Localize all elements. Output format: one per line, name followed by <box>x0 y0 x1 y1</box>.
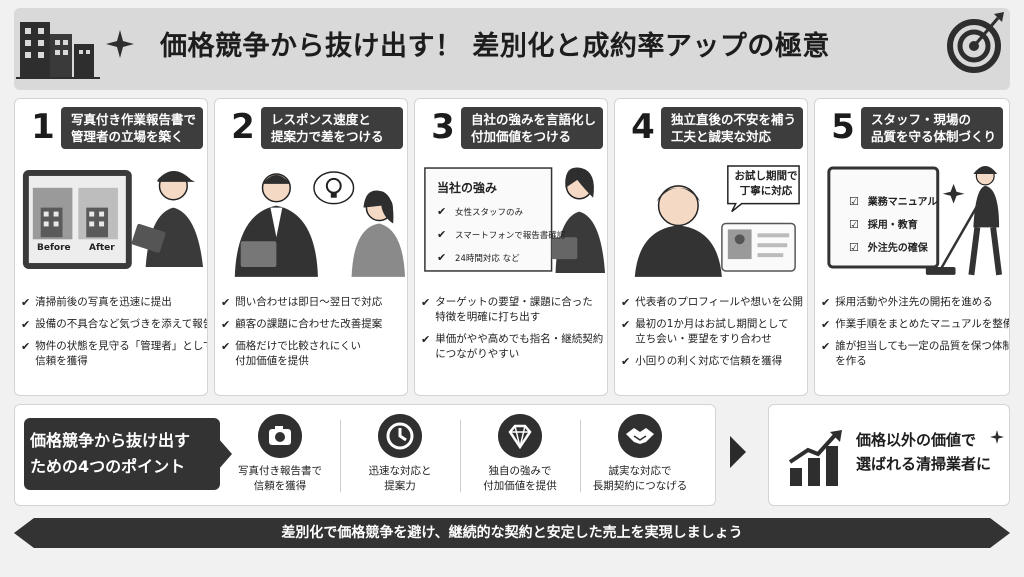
tablet-label-before: Before <box>37 243 71 253</box>
card-number: 2 <box>231 107 255 147</box>
bullet-item: ✔価格だけで比較されにくい付加価値を提供 <box>221 340 362 367</box>
result-message: 価格以外の価値で選ばれる清掃業者に <box>856 431 992 473</box>
board-title: 当社の強み <box>437 181 498 195</box>
board-item: ✔ 女性スタッフのみ <box>437 205 524 218</box>
card-3: 3 自社の強みを言語化し付加価値をつける 当社の強み ✔ 女性スタッフのみ ✔ … <box>414 98 608 396</box>
footer-banner <box>14 518 1010 548</box>
bullet-item: ✔単価がやや高めでも指名・継続契約につながりやすい <box>421 333 604 360</box>
card-1: 1 写真付き作業報告書で管理者の立場を築く Before After ✔清掃前後… <box>14 98 208 396</box>
growth-chart-icon <box>788 430 842 486</box>
bullet-item: ✔問い合わせは即日～翌日で対応 <box>221 296 383 309</box>
divider <box>580 420 581 492</box>
bullet-item: ✔採用活動や外注先の開拓を進める <box>821 296 993 309</box>
board-item: ☑ 業務マニュアル <box>849 195 938 208</box>
point-item: 独自の強みで付加価値を提供 <box>462 412 578 502</box>
card-5: 5 スタッフ・現場の品質を守る体制づくり ☑ 業務マニュアル ☑ 採用・教育 ☑… <box>814 98 1010 396</box>
strengths-board-illustration <box>424 167 606 273</box>
card-number: 1 <box>31 107 55 147</box>
card-title: スタッフ・現場の品質を守る体制づくり <box>861 107 1003 149</box>
divider <box>340 420 341 492</box>
point-item: 写真付き報告書で信頼を獲得 <box>222 412 338 502</box>
card-title: 写真付き作業報告書で管理者の立場を築く <box>61 107 203 149</box>
card-number: 5 <box>831 107 855 147</box>
board-item: ✔ 24時間対応 など <box>437 251 520 264</box>
board-item: ✔ スマートフォンで報告書確認 <box>437 228 566 241</box>
footer-message: 差別化で価格競争を避け、継続的な契約と安定した売上を実現しましょう <box>281 525 743 541</box>
points-arrow <box>218 438 232 470</box>
report-tablet-illustration <box>22 170 204 269</box>
target-icon <box>947 12 1004 73</box>
header-banner <box>14 8 1010 90</box>
board-item: ☑ 外注先の確保 <box>849 241 928 254</box>
bullet-item: ✔清掃前後の写真を迅速に提出 <box>21 296 172 309</box>
divider <box>460 420 461 492</box>
sparkle-icon <box>990 430 1004 444</box>
points-label-box <box>24 418 220 490</box>
result-panel <box>768 404 1010 506</box>
card-title: 独立直後の不安を補う工夫と誠実な対応 <box>661 107 803 149</box>
point-item: 誠実な対応で長期契約につなげる <box>582 412 698 502</box>
clock-icon <box>378 414 422 458</box>
card-title: 自社の強みを言語化し付加価値をつける <box>461 107 603 149</box>
card-number: 3 <box>431 107 455 147</box>
building-icon <box>16 22 100 79</box>
bullet-item: ✔顧客の課題に合わせた改善提案 <box>221 318 383 331</box>
points-label: 価格競争から抜け出すための4つのポイント <box>30 431 191 476</box>
point-item: 迅速な対応と提案力 <box>342 412 458 502</box>
chevron-right-icon <box>730 436 746 468</box>
camera-icon <box>258 414 302 458</box>
tablet-label-after: After <box>89 243 115 253</box>
bullet-item: ✔最初の1か月はお試し期間として立ち会い・要望をすり合わせ <box>621 318 789 345</box>
board-item: ☑ 採用・教育 <box>849 218 918 231</box>
consultation-illustration <box>234 171 406 277</box>
bullet-item: ✔設備の不具合など気づきを添えて報告 <box>21 318 208 331</box>
bullet-item: ✔代表者のプロフィールや想いを公開 <box>621 296 804 309</box>
diamond-icon <box>498 414 542 458</box>
bullet-item: ✔ターゲットの要望・課題に合った特徴を明確に打ち出す <box>421 296 593 323</box>
quality-system-illustration <box>827 166 1003 276</box>
page-title: 価格競争から抜け出す！ 差別化と成約率アップの極意 <box>160 31 830 62</box>
bullet-item: ✔誰が担当しても一定の品質を保つ体制を作る <box>821 340 1010 367</box>
bullet-item: ✔物件の状態を見守る「管理者」としての信頼を獲得 <box>21 340 208 367</box>
speech-bubble: お試し期間で丁寧に対応 <box>734 170 798 197</box>
card-2: 2 レスポンス速度と提案力で差をつける ✔問い合わせは即日～翌日で対応 ✔顧客の… <box>214 98 408 396</box>
handshake-icon <box>618 414 662 458</box>
sparkle-icon <box>106 30 134 58</box>
bullet-item: ✔小回りの利く対応で信頼を獲得 <box>621 355 783 368</box>
card-number: 4 <box>631 107 655 147</box>
bullet-item: ✔作業手順をまとめたマニュアルを整備 <box>821 318 1010 331</box>
representative-profile-illustration <box>634 165 800 277</box>
card-4: 4 独立直後の不安を補う工夫と誠実な対応 お試し期間で丁寧に対応 ✔代表者のプロ… <box>614 98 808 396</box>
card-title: レスポンス速度と提案力で差をつける <box>261 107 403 149</box>
